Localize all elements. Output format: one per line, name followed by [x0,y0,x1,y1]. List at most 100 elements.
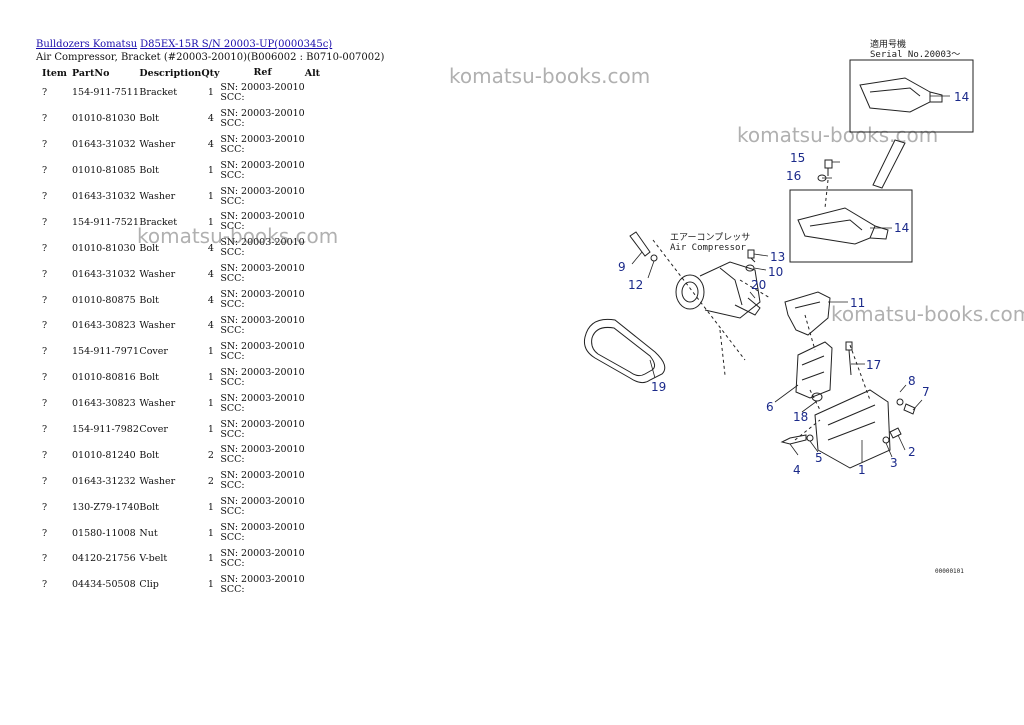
callout-16: 16 [786,169,801,183]
tube-shape [872,139,906,189]
ref-serial: SN: 20003-20010 [220,237,305,249]
ref-serial: SN: 20003-20010 [220,340,305,352]
ref-serial: SN: 20003-20010 [220,470,305,482]
cell-item: ? [42,294,48,306]
cell-partno: 01643-31032 [72,139,136,151]
cell-description: Bracket [139,216,178,228]
header-ref: Ref [253,67,272,78]
cell-alt [305,417,335,443]
bracket-1-shape [814,389,891,469]
callout-12: 13 [770,250,785,264]
cell-alt [305,184,335,210]
cell-qty: 2 [207,449,214,461]
cell-item: ? [42,320,48,332]
cell-description: Washer [139,139,176,151]
cell-alt [305,494,335,520]
breadcrumb-link-model[interactable]: D85EX-15R S/N 20003-UP(0000345c) [140,39,333,50]
cell-alt [305,339,335,365]
cell-item: ? [42,268,48,280]
v-belt-shape [584,318,666,384]
cell-item: ? [42,346,48,358]
callout-5: 5 [815,451,823,465]
washer-3-shape [882,436,890,444]
cell-qty: 1 [207,553,214,565]
cell-description: Washer [139,320,176,332]
inset-frame-serial [849,59,974,133]
cell-item: ? [42,398,48,410]
cell-alt [305,391,335,417]
washer-8-shape [896,398,904,406]
bolt-2-shape [889,427,902,439]
cell-qty: 4 [207,242,214,254]
bolt-4-shape [780,434,807,445]
ref-serial: SN: 20003-20010 [220,314,305,326]
cell-description: Clip [139,579,159,591]
cell-item: ? [42,449,48,461]
bolt-17-shape [845,341,853,376]
ref-serial: SN: 20003-20010 [220,573,305,585]
ref-scc: SCC: [220,428,245,440]
ref-scc: SCC: [220,143,245,155]
cell-alt [305,546,335,572]
cell-description: Cover [139,424,168,436]
cell-qty: 1 [207,216,214,228]
ref-serial: SN: 20003-20010 [220,444,305,456]
cell-qty: 1 [207,527,214,539]
cell-partno: 01643-30823 [72,398,136,410]
ref-serial: SN: 20003-20010 [220,159,305,171]
ref-scc: SCC: [220,247,245,259]
cell-description: V-belt [139,553,168,565]
ref-serial: SN: 20003-20010 [220,547,305,559]
drawing-code: 00000101 [935,568,964,575]
cell-partno: 01643-31032 [72,191,136,202]
breadcrumb-link-catalog[interactable]: Bulldozers Komatsu [36,39,138,50]
cell-qty: 1 [207,165,214,177]
cell-alt [305,365,335,391]
watermark: komatsu-books.com [137,224,339,248]
bolt-9-shape [629,231,651,257]
cell-description: Nut [139,527,158,539]
ref-serial: SN: 20003-20010 [220,496,305,508]
cell-item: ? [42,501,48,513]
cell-alt [305,442,335,468]
cell-qty: 1 [207,579,214,591]
ref-scc: SCC: [220,299,245,311]
cell-alt [305,106,335,132]
page-title: Air Compressor, Bracket (#20003-20010)(B… [36,52,385,63]
cell-description: Bolt [139,242,159,254]
exploded-view-drawing: 適用号機 Serial No.20003～ エアーコンプレッサ Air Comp… [584,38,974,575]
cell-partno: 01643-31232 [72,475,136,487]
ref-scc: SCC: [220,583,245,595]
ref-serial: SN: 20003-20010 [220,107,305,119]
callout-10: 12 [628,278,643,292]
cell-qty: 1 [207,372,214,384]
compressor-body-shape [699,261,761,319]
compressor-label: Air Compressor [670,243,746,253]
callout-14a: 14 [954,90,969,104]
ref-serial: SN: 20003-20010 [220,185,305,197]
cell-partno: 154-911-7511 [72,87,139,99]
callout-7: 7 [922,385,930,399]
callout-19: 19 [651,380,666,394]
cell-item: ? [42,527,48,539]
callout-11: 11 [850,296,865,310]
bolt-15-shape [824,159,833,176]
callout-9: 9 [618,260,626,274]
cell-qty: 4 [207,268,214,280]
